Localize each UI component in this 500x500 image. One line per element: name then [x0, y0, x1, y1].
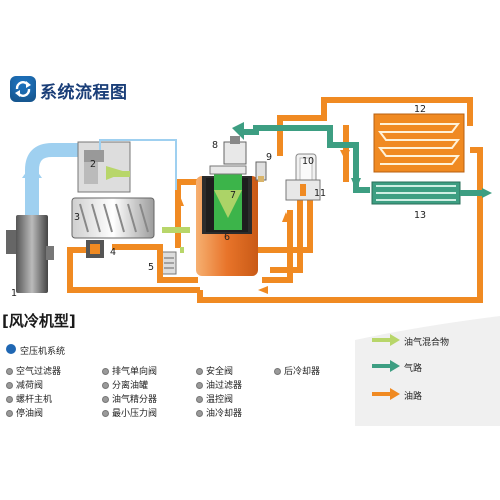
- min-pressure-valve: [223, 136, 247, 165]
- flow-legend: [355, 316, 500, 426]
- component-item: 后冷却器: [274, 364, 320, 377]
- number-label: 4: [110, 247, 116, 258]
- number-label: 3: [74, 212, 80, 223]
- legend-oil: [372, 388, 400, 400]
- bullet-icon: [196, 410, 203, 417]
- fine-separator: [209, 165, 247, 230]
- bullet-icon: [6, 382, 13, 389]
- bullet-icon: [196, 396, 203, 403]
- bullet-icon: [6, 410, 13, 417]
- legend-air: [372, 360, 400, 372]
- thermostatic-valve: [285, 179, 321, 201]
- oil-cooler: [373, 113, 465, 173]
- component-item: 分离油罐: [102, 378, 148, 391]
- diagram-header: 系统流程图: [4, 72, 184, 106]
- bullet-icon: [196, 382, 203, 389]
- refresh-icon: [10, 76, 36, 102]
- number-label: 6: [224, 232, 230, 243]
- bullet-icon: [102, 368, 109, 375]
- air-arrows: [232, 122, 361, 190]
- aftercooler: [371, 181, 492, 205]
- number-label: 11: [314, 188, 326, 199]
- air-filter: [6, 215, 54, 293]
- number-label: 13: [414, 210, 426, 221]
- unloader-valve: [77, 141, 131, 193]
- number-label: 7: [230, 190, 236, 201]
- component-item: 油气精分器: [102, 392, 157, 405]
- number-label: 5: [148, 262, 154, 273]
- legend-mix: [372, 334, 400, 346]
- component-item: 排气单向阀: [102, 364, 157, 377]
- bullet-icon: [102, 396, 109, 403]
- component-item: 空气过滤器: [6, 364, 61, 377]
- component-item: 螺杆主机: [6, 392, 52, 405]
- legend-label-air: 气路: [404, 364, 423, 374]
- bullet-icon: [102, 410, 109, 417]
- bullet-icon: [196, 368, 203, 375]
- number-label: 1: [11, 288, 17, 299]
- number-label: 12: [414, 104, 426, 115]
- component-item: 油冷却器: [196, 406, 242, 419]
- system-title: 空压机系统: [20, 347, 66, 357]
- oil-arrows: [176, 150, 350, 294]
- number-label: 9: [266, 152, 272, 163]
- check-valve: [161, 251, 177, 275]
- bullet-icon: [6, 396, 13, 403]
- intake-arrow: [22, 164, 42, 178]
- component-item: 最小压力阀: [102, 406, 157, 419]
- component-item: 安全阀: [196, 364, 233, 377]
- component-item: 停油阀: [6, 406, 43, 419]
- component-item: 油过滤器: [196, 378, 242, 391]
- oil-pipes: [67, 97, 483, 303]
- legend-label-mix: 油气混合物: [404, 338, 450, 348]
- bullet-icon: [274, 368, 281, 375]
- screw-airend: [71, 197, 155, 239]
- model-title: [风冷机型]: [2, 312, 76, 330]
- component-item: 温控阀: [196, 392, 233, 405]
- component-item: 减荷阀: [6, 378, 43, 391]
- oil-stop-valve: [86, 240, 104, 258]
- number-label: 2: [90, 159, 96, 170]
- safety-valve: [255, 161, 267, 182]
- page-title: 系统流程图: [40, 83, 128, 103]
- bullet-icon: [102, 382, 109, 389]
- intake-pipe: [25, 143, 78, 215]
- number-label: 8: [212, 140, 218, 151]
- system-bullet-icon: [6, 344, 16, 354]
- legend-label-oil: 油路: [404, 392, 423, 402]
- number-label: 10: [302, 156, 314, 167]
- bullet-icon: [6, 368, 13, 375]
- compressor-flow-diagram: 1 2 3 4 5 6 7 8 9 10 11 12 13: [6, 97, 492, 303]
- mixture-pipes: [110, 171, 190, 253]
